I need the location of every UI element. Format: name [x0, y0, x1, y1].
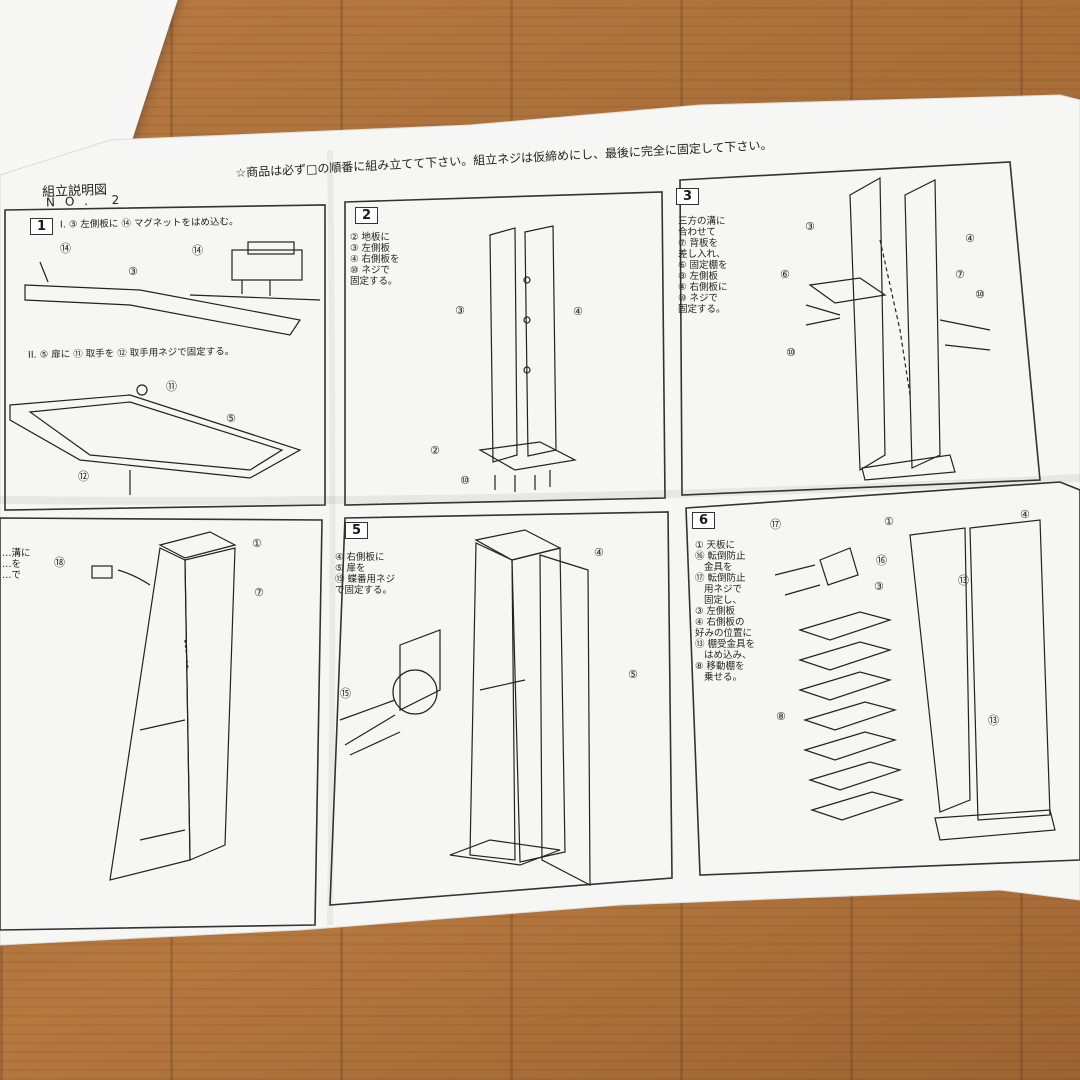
- part-label: ⑤: [226, 412, 236, 425]
- panel-frame-4: [0, 517, 323, 931]
- panel-2-diagram: [478, 225, 577, 492]
- part-label: ①: [884, 515, 894, 528]
- panel-number-3: 3: [676, 188, 700, 205]
- panel-frame-6: [685, 481, 1080, 876]
- panel-4-instruction: …溝に …を …で: [2, 548, 31, 581]
- panel-4-diagram: [91, 531, 237, 881]
- panel-6-diagram: [774, 519, 1056, 841]
- part-label: ⑫: [78, 470, 89, 483]
- part-label: ⑩: [460, 474, 470, 487]
- part-label: ③: [455, 304, 465, 317]
- panel-2-instruction: ② 地板に ③ 左側板 ④ 右側板を ⑩ ネジで 固定する。: [350, 232, 400, 287]
- part-label: ⑤: [628, 668, 638, 681]
- part-label: ③: [805, 220, 815, 233]
- part-label: ⑦: [955, 268, 965, 281]
- part-label: ③: [874, 580, 884, 593]
- part-label: ⑬: [958, 574, 969, 587]
- part-label: ④: [594, 546, 604, 559]
- part-label: ①: [252, 537, 262, 550]
- part-label: ⑭: [192, 244, 203, 257]
- panel-6-instruction: ① 天板に ⑯ 転倒防止 金具を ⑰ 転倒防止 用ネジで 固定し、 ③ 左側板 …: [695, 540, 756, 683]
- panel-5-instruction: ④ 右側板に ⑤ 扉を ⑮ 蝶番用ネジ で固定する。: [335, 552, 396, 596]
- part-label: ⑯: [876, 554, 887, 567]
- panel-3-diagram: [805, 176, 991, 481]
- part-label: ⑮: [340, 687, 351, 700]
- panel-number-6: 6: [692, 512, 716, 529]
- sheet-number: NO. 2: [45, 192, 130, 210]
- panel-frame-3: [679, 161, 1041, 496]
- panel-frame-5: [329, 511, 673, 906]
- panel-frame-1: [4, 204, 326, 511]
- part-label: ⑬: [988, 714, 999, 727]
- part-label: ⑦: [254, 586, 264, 599]
- part-label: ⑥: [780, 268, 790, 281]
- part-label: ⑧: [776, 710, 786, 723]
- part-label: ⑰: [770, 518, 781, 531]
- part-label: ⑩: [975, 288, 985, 301]
- panel-frame-2: [344, 191, 666, 506]
- panel-1-diagram: [9, 241, 321, 495]
- part-label: ③: [128, 265, 138, 278]
- part-label: ④: [1020, 508, 1030, 521]
- panel-number-5: 5: [345, 522, 369, 539]
- panel-3-instruction: 三方の溝に 合わせて ⑦ 背板を 差し入れ、 ⑥ 固定棚を ③ 左側板 ④ 右側…: [678, 216, 728, 315]
- part-label: ④: [965, 232, 975, 245]
- part-label: ⑭: [60, 242, 71, 255]
- part-label: ②: [430, 444, 440, 457]
- panel-number-2: 2: [355, 207, 379, 224]
- part-label: ⑱: [54, 556, 65, 569]
- panel-number-1: 1: [30, 218, 54, 235]
- part-label: ④: [573, 305, 583, 318]
- part-label: ⑪: [166, 380, 177, 393]
- panel-5-diagram: [339, 529, 591, 886]
- part-label: ⑩: [786, 346, 796, 359]
